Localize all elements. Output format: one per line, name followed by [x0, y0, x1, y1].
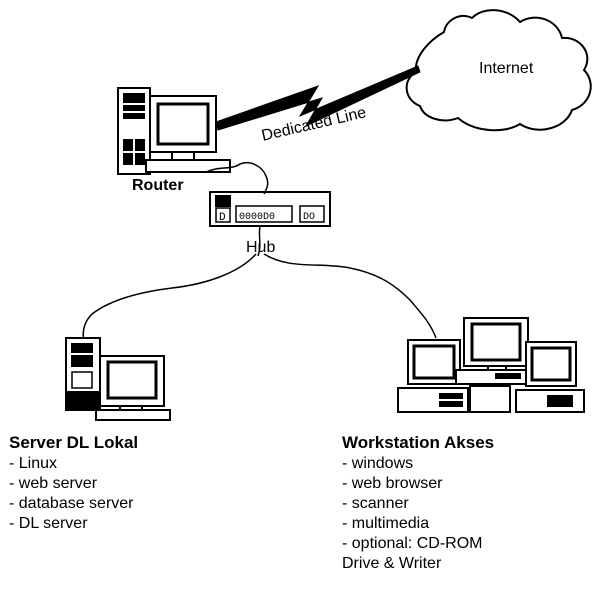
server-item: - database server	[9, 495, 134, 512]
dedicated-line-bolt	[215, 65, 421, 131]
svg-text:D: D	[219, 212, 226, 224]
workstation-title: Workstation Akses	[342, 433, 495, 452]
workstation-item: - optional: CD-ROM	[342, 535, 483, 552]
svg-text:DO: DO	[303, 212, 315, 223]
network-cables	[82, 162, 437, 343]
workstation-info: Workstation Akses - windows - web browse…	[342, 432, 494, 574]
hub-label: Hub	[246, 239, 276, 256]
internet-label: Internet	[479, 60, 534, 77]
server-item: - DL server	[9, 515, 88, 532]
server-title: Server DL Lokal	[9, 433, 139, 452]
workstation-item: - web browser	[342, 475, 443, 492]
workstation-item: - windows	[342, 455, 414, 472]
workstations	[397, 317, 585, 413]
workstation-item: Drive & Writer	[342, 555, 442, 572]
workstation-item: - multimedia	[342, 515, 430, 532]
svg-text:0000D0: 0000D0	[239, 212, 275, 223]
router-label: Router	[132, 177, 184, 194]
server-info: Server DL Lokal - Linux - web server - d…	[9, 432, 138, 534]
server-computer	[65, 337, 171, 421]
workstation-item: - scanner	[342, 495, 409, 512]
server-item: - web server	[9, 475, 98, 492]
hub-device: D 0000D0 DO	[209, 191, 331, 227]
router-computer	[117, 87, 231, 175]
server-item: - Linux	[9, 455, 58, 472]
internet-cloud	[405, 9, 592, 132]
